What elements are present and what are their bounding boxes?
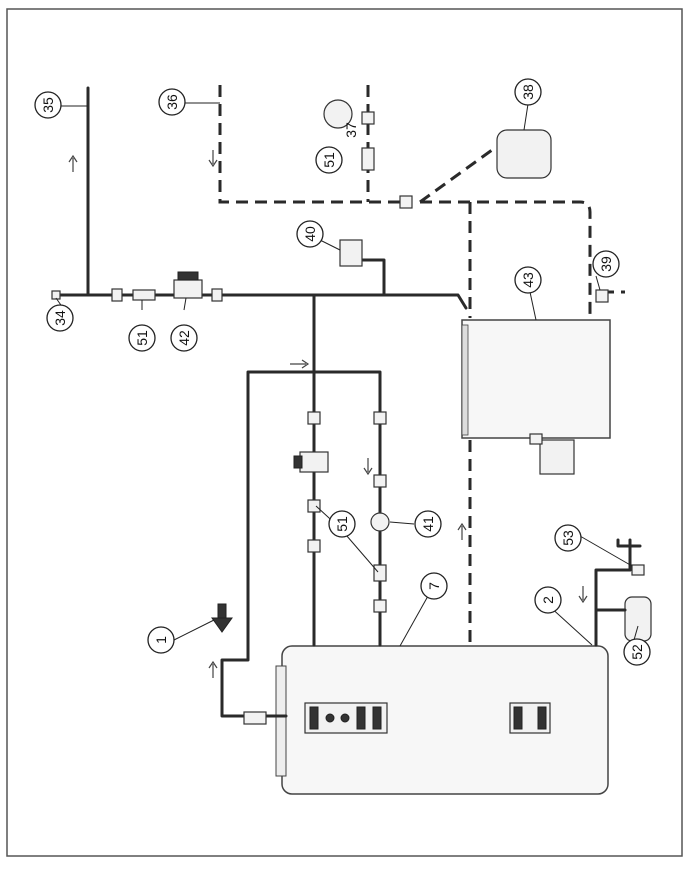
burner-block (539, 439, 575, 475)
callout-number: 41 (420, 516, 436, 532)
callout-38: 38 (514, 78, 542, 106)
valve-40 (339, 239, 363, 267)
callout-number: 40 (302, 226, 318, 242)
mixing-valve-41 (370, 512, 390, 532)
callout-circle (534, 586, 562, 614)
page-border (6, 8, 683, 857)
callout-52: 52 (623, 638, 651, 666)
callout-41: 41 (414, 510, 442, 538)
callout-circle (420, 572, 448, 600)
storage-tank (275, 645, 609, 795)
callout-circle (623, 638, 651, 666)
callout-circle (315, 146, 343, 174)
callout-circle (158, 88, 186, 116)
callout-number: 2 (540, 596, 556, 604)
callout-circle (514, 266, 542, 294)
callout-51a: 51 (128, 324, 156, 352)
callout-circle (147, 626, 175, 654)
valve-39 (595, 289, 609, 303)
callout-7: 7 (420, 572, 448, 600)
callout-number: 43 (520, 272, 536, 288)
sensor-37 (323, 99, 353, 129)
callout-circle (592, 250, 620, 278)
callout-number: 51 (334, 516, 350, 532)
callout-37: 37 (343, 122, 359, 138)
callout-51c: 51 (315, 146, 343, 174)
callout-number: 37 (343, 122, 359, 138)
expansion-vessel-52 (624, 596, 652, 642)
circulator-pump (299, 451, 329, 473)
callout-circle (514, 78, 542, 106)
callout-number: 52 (629, 644, 645, 660)
callout-circle (296, 220, 324, 248)
callout-43: 43 (514, 266, 542, 294)
valve-group-vertical (243, 411, 390, 725)
callout-53: 53 (554, 524, 582, 552)
components-dashed (323, 99, 645, 576)
callout-34: 34 (46, 304, 74, 332)
callout-number: 38 (520, 84, 536, 100)
callout-40: 40 (296, 220, 324, 248)
valve-53 (631, 564, 645, 576)
callout-labels: 1 2 7 34 35 36 37 38 39 40 41 42 43 51 51 51 52 53 (34, 78, 651, 666)
callout-circle (554, 524, 582, 552)
callout-circle (128, 324, 156, 352)
callout-39: 39 (592, 250, 620, 278)
callout-number: 35 (40, 97, 56, 113)
callout-number: 7 (426, 582, 442, 590)
valve-group-main (51, 271, 223, 302)
callout-number: 51 (321, 152, 337, 168)
callout-circle (34, 91, 62, 119)
non-return-valve-51c (361, 147, 375, 171)
callout-number: 51 (134, 330, 150, 346)
expansion-vessel-38 (496, 129, 552, 179)
callout-36: 36 (158, 88, 186, 116)
callout-number: 53 (560, 530, 576, 546)
safety-valve-1 (211, 603, 233, 633)
callout-number: 1 (153, 636, 169, 644)
callout-number: 42 (176, 330, 192, 346)
callout-51b: 51 (328, 510, 356, 538)
callout-circle (170, 324, 198, 352)
callout-1: 1 (147, 626, 175, 654)
callout-circle (46, 304, 74, 332)
callout-35: 35 (34, 91, 62, 119)
flow-arrows (68, 150, 588, 678)
callout-number: 39 (598, 256, 614, 272)
outlet-34 (51, 290, 61, 300)
callout-number: 34 (52, 310, 68, 326)
callout-42: 42 (170, 324, 198, 352)
callout-number: 36 (164, 94, 180, 110)
callout-2: 2 (534, 586, 562, 614)
callout-circle (414, 510, 442, 538)
heat-generator-unit (461, 319, 611, 475)
callout-circle (328, 510, 356, 538)
non-return-valve-51a (132, 289, 156, 301)
circulator-pump-42 (173, 279, 203, 299)
